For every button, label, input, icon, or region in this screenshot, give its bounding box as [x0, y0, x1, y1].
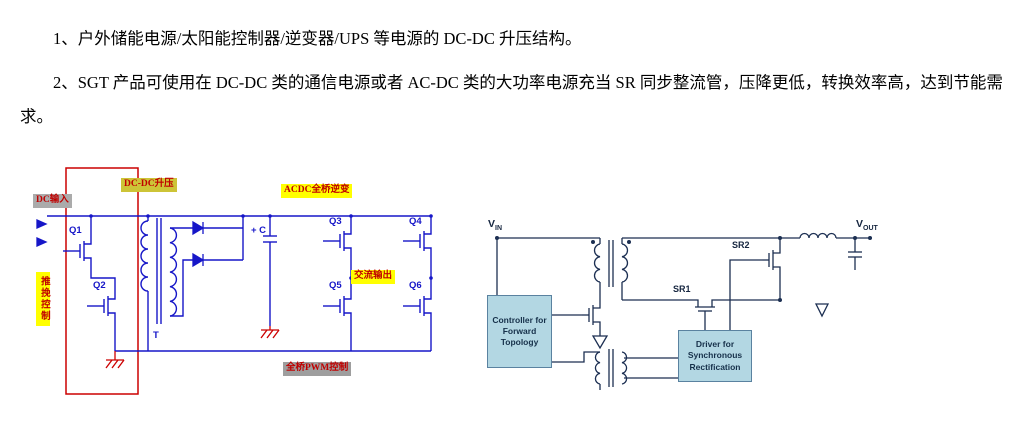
sr1-label: SR1 [673, 284, 691, 294]
q1-label: Q1 [69, 225, 82, 236]
transformer-primary-coil [140, 220, 149, 292]
paragraph-2: 2、SGT 产品可使用在 DC-DC 类的通信电源或者 AC-DC 类的大功率电… [20, 73, 1003, 126]
current-arrow-icon [814, 303, 830, 318]
push-pull-highlight-box [65, 167, 139, 395]
drive-transformer-primary-coil [594, 351, 601, 385]
ground-icon [260, 329, 280, 339]
down-arrow-icon [591, 335, 609, 350]
mosfet-sr1-symbol [689, 299, 721, 319]
input-arrow-icon [36, 236, 48, 248]
left-schematic: Q1 Q2 Q3 Q4 Q5 Q6 T + C [36, 167, 433, 395]
q4-label: Q4 [409, 216, 422, 227]
vin-sub: IN [495, 225, 503, 233]
ac-output-label: 交流输出 [351, 270, 396, 284]
q5-label: Q5 [329, 280, 342, 291]
forward-controller-box: Controller for Forward Topology [487, 295, 552, 368]
sr2-label: SR2 [732, 240, 750, 250]
main-transformer-primary-coil [593, 243, 601, 283]
vin-base: V [488, 218, 496, 230]
vout-label: VOUT [856, 218, 878, 232]
mosfet-sr2-symbol [761, 244, 781, 276]
mosfet-q6-symbol [412, 290, 432, 322]
input-arrow-icon [36, 218, 48, 230]
primary-mosfet-symbol [581, 299, 601, 331]
transformer-secondary-coil [169, 227, 178, 317]
ground-icon [105, 359, 125, 369]
vout-sub: OUT [863, 225, 878, 233]
mosfet-q4-symbol [412, 225, 432, 257]
document-text: 1、户外储能电源/太阳能控制器/逆变器/UPS 等电源的 DC-DC 升压结构。… [20, 22, 1012, 134]
q6-label: Q6 [409, 280, 422, 291]
dc-input-label: DC输入 [33, 194, 72, 208]
junction-dots [89, 214, 433, 280]
dcdc-boost-label: DC-DC升压 [121, 178, 177, 192]
junction-dots [495, 236, 872, 302]
mosfet-q5-symbol [332, 290, 352, 322]
sync-rect-driver-box: Driver for Synchronous Rectification [678, 330, 752, 382]
drive-transformer-secondary-coil [621, 351, 628, 385]
main-transformer-secondary-coil [621, 243, 629, 283]
acdc-inverter-label: ACDC全桥逆变 [281, 184, 353, 198]
push-pull-boost-inverter-figure: Q1 Q2 Q3 Q4 Q5 Q6 T + C DC输入 DC-DC升压 ACD… [33, 166, 445, 398]
vout-terminal-dot [868, 236, 872, 240]
right-schematic [495, 232, 872, 390]
vout-base: V [856, 218, 864, 230]
q3-label: Q3 [329, 216, 342, 227]
vin-label: VIN [488, 218, 502, 232]
pwm-control-label: 全桥PWM控制 [283, 362, 352, 376]
diodes-and-arrows [36, 218, 204, 267]
mosfet-q1-symbol [72, 235, 92, 267]
phase-dot-icon [627, 240, 631, 244]
transformer-label: T [153, 330, 159, 341]
phase-dot-icon [591, 240, 595, 244]
circuit-wires [47, 215, 432, 352]
paragraph-1: 1、户外储能电源/太阳能控制器/逆变器/UPS 等电源的 DC-DC 升压结构。 [53, 29, 582, 48]
ground-symbols [105, 326, 280, 369]
rectifier-diode-icon [192, 221, 204, 235]
mosfet-q3-symbol [332, 225, 352, 257]
sync-rectification-figure: VIN VOUT SR1 SR2 Controller for Forward … [480, 212, 1025, 402]
capacitor-label: + C [251, 225, 266, 236]
output-inductor [799, 232, 837, 239]
push-pull-control-label: 推挽控制 [36, 272, 50, 326]
q2-label: Q2 [93, 280, 106, 291]
rectifier-diode-icon [192, 253, 204, 267]
mosfet-q2-symbol [96, 290, 116, 322]
